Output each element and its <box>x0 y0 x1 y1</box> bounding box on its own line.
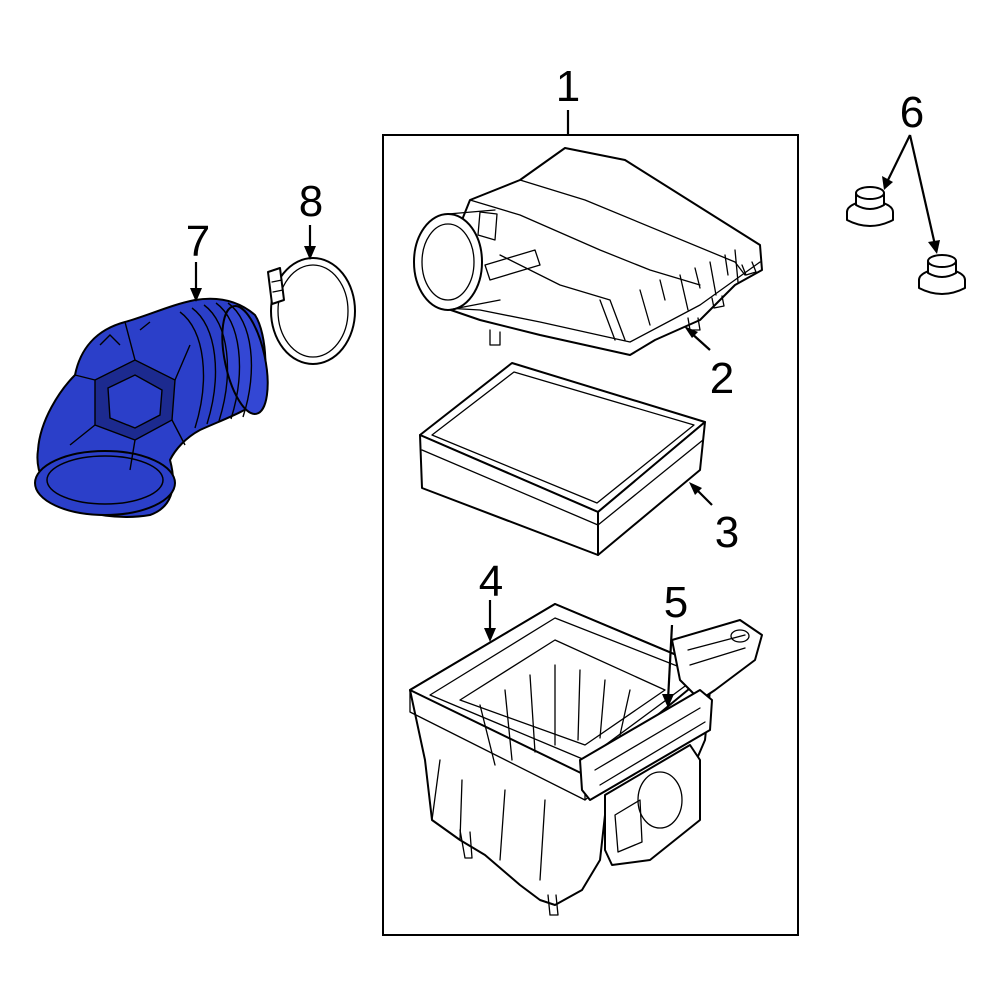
callout-6: 6 <box>900 88 924 137</box>
leader-2 <box>684 326 711 351</box>
part-4-air-cleaner-housing[interactable] <box>409 603 763 916</box>
part-6-push-pin-lower[interactable] <box>918 254 966 295</box>
leader-7 <box>190 262 202 302</box>
callout-4: 4 <box>479 557 503 606</box>
leader-6 <box>882 134 940 254</box>
assembly-frame <box>382 134 799 936</box>
part-6-push-pin-upper[interactable] <box>846 186 894 227</box>
callout-1: 1 <box>556 62 580 111</box>
callout-2: 2 <box>710 354 734 403</box>
leader-8 <box>304 225 316 260</box>
leader-3 <box>689 482 713 506</box>
callout-7: 7 <box>186 217 210 266</box>
part-8-hose-clamp[interactable] <box>267 257 356 365</box>
callout-8: 8 <box>299 177 323 226</box>
part-2-air-cleaner-cover[interactable] <box>413 147 763 356</box>
callout-3: 3 <box>715 508 739 557</box>
callout-5: 5 <box>664 578 688 627</box>
leader-4 <box>484 600 496 642</box>
part-3-air-filter[interactable] <box>419 362 706 556</box>
part-7-air-intake-duct[interactable] <box>34 297 276 518</box>
leader-5 <box>662 624 674 708</box>
